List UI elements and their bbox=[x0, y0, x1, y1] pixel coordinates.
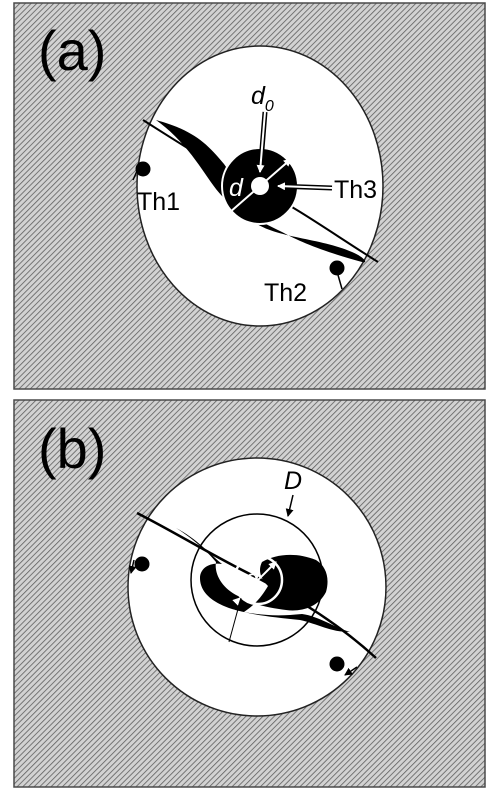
panel-a: (a) d0 d Th1 Th2 Th3 bbox=[13, 2, 486, 390]
panel-b-right-tick bbox=[344, 666, 358, 676]
panel-b-diameter-line bbox=[228, 597, 242, 643]
panel-a-th1-dot bbox=[135, 161, 151, 177]
panel-a-th1-label: Th1 bbox=[137, 188, 180, 216]
panel-b-D-leader bbox=[285, 494, 294, 517]
panel-a-th3-label: Th3 bbox=[334, 176, 377, 204]
panel-a-th2-label: Th2 bbox=[264, 279, 307, 307]
panel-a-th2-dot bbox=[329, 260, 345, 276]
panel-b-d-arrow bbox=[232, 561, 277, 606]
panel-b-black-shape bbox=[176, 528, 350, 632]
panel-b-label: (b) bbox=[38, 417, 106, 480]
panel-a-th1-tick bbox=[132, 170, 138, 181]
panel-b-left-tick bbox=[128, 559, 137, 574]
panel-b-d-label: d bbox=[245, 565, 260, 593]
panel-a-d0-label: d0 bbox=[251, 82, 274, 115]
panel-b-right-dot bbox=[329, 656, 345, 672]
panel-a-label: (a) bbox=[38, 19, 106, 82]
panel-a-black-lens bbox=[156, 120, 366, 263]
panel-b-left-dot bbox=[134, 556, 150, 572]
panel-a-d-arrow bbox=[221, 158, 292, 221]
panel-a-th3-arrow-inner bbox=[277, 182, 333, 191]
panel-b: (b) D d bbox=[13, 399, 486, 788]
panel-b-D-label: D bbox=[284, 467, 302, 495]
panel-a-d-label: d bbox=[229, 174, 244, 202]
panel-a-th2-tick bbox=[337, 274, 343, 290]
panel-a-d0-arrow-inner bbox=[256, 111, 266, 173]
